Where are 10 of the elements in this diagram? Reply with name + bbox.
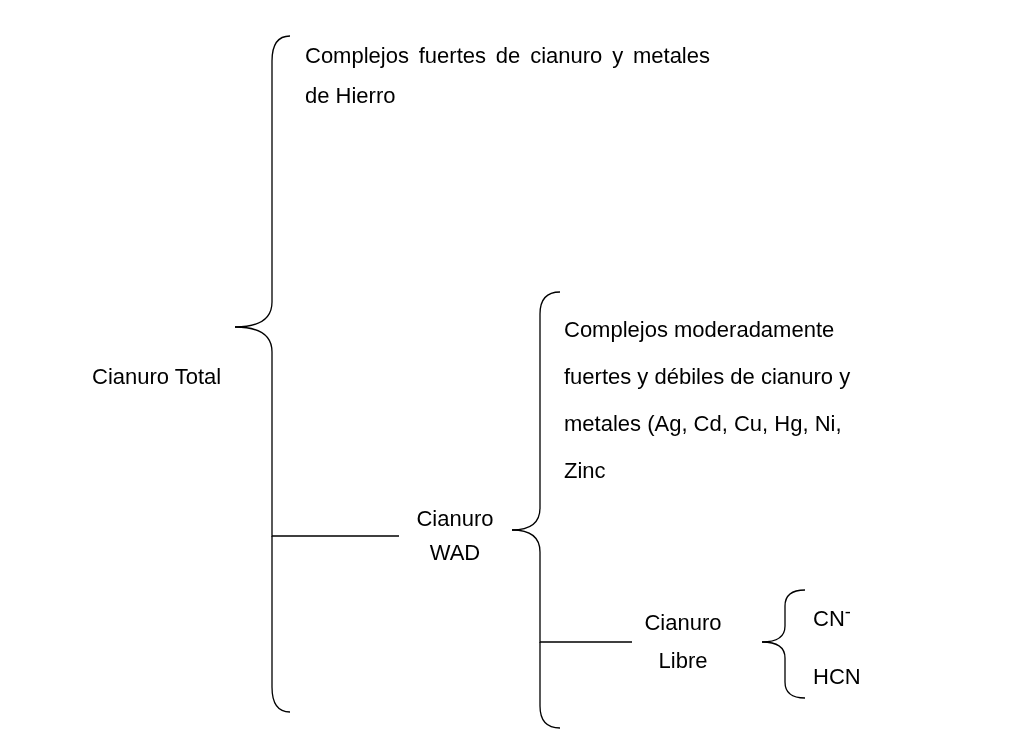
category-label: CN$^{-}$: [805, 590, 885, 630]
category-label: Cianuro Libre: [638, 604, 728, 680]
category-label: Complejos fuertes de cianuro y metales de Hierro: [290, 36, 710, 120]
brace-line: [761, 641, 806, 699]
brace-line: [511, 529, 633, 643]
category-label: Cianuro Total: [92, 360, 235, 394]
category-label: HCN: [805, 660, 885, 698]
brace-line: [234, 326, 400, 537]
category-label: Cianuro WAD: [405, 500, 505, 572]
category-label: Complejos moderadamente fuertes y débiles de cianuro y metales (Ag, Cd, Cu, Hg, Ni, Zinc: [560, 292, 882, 487]
